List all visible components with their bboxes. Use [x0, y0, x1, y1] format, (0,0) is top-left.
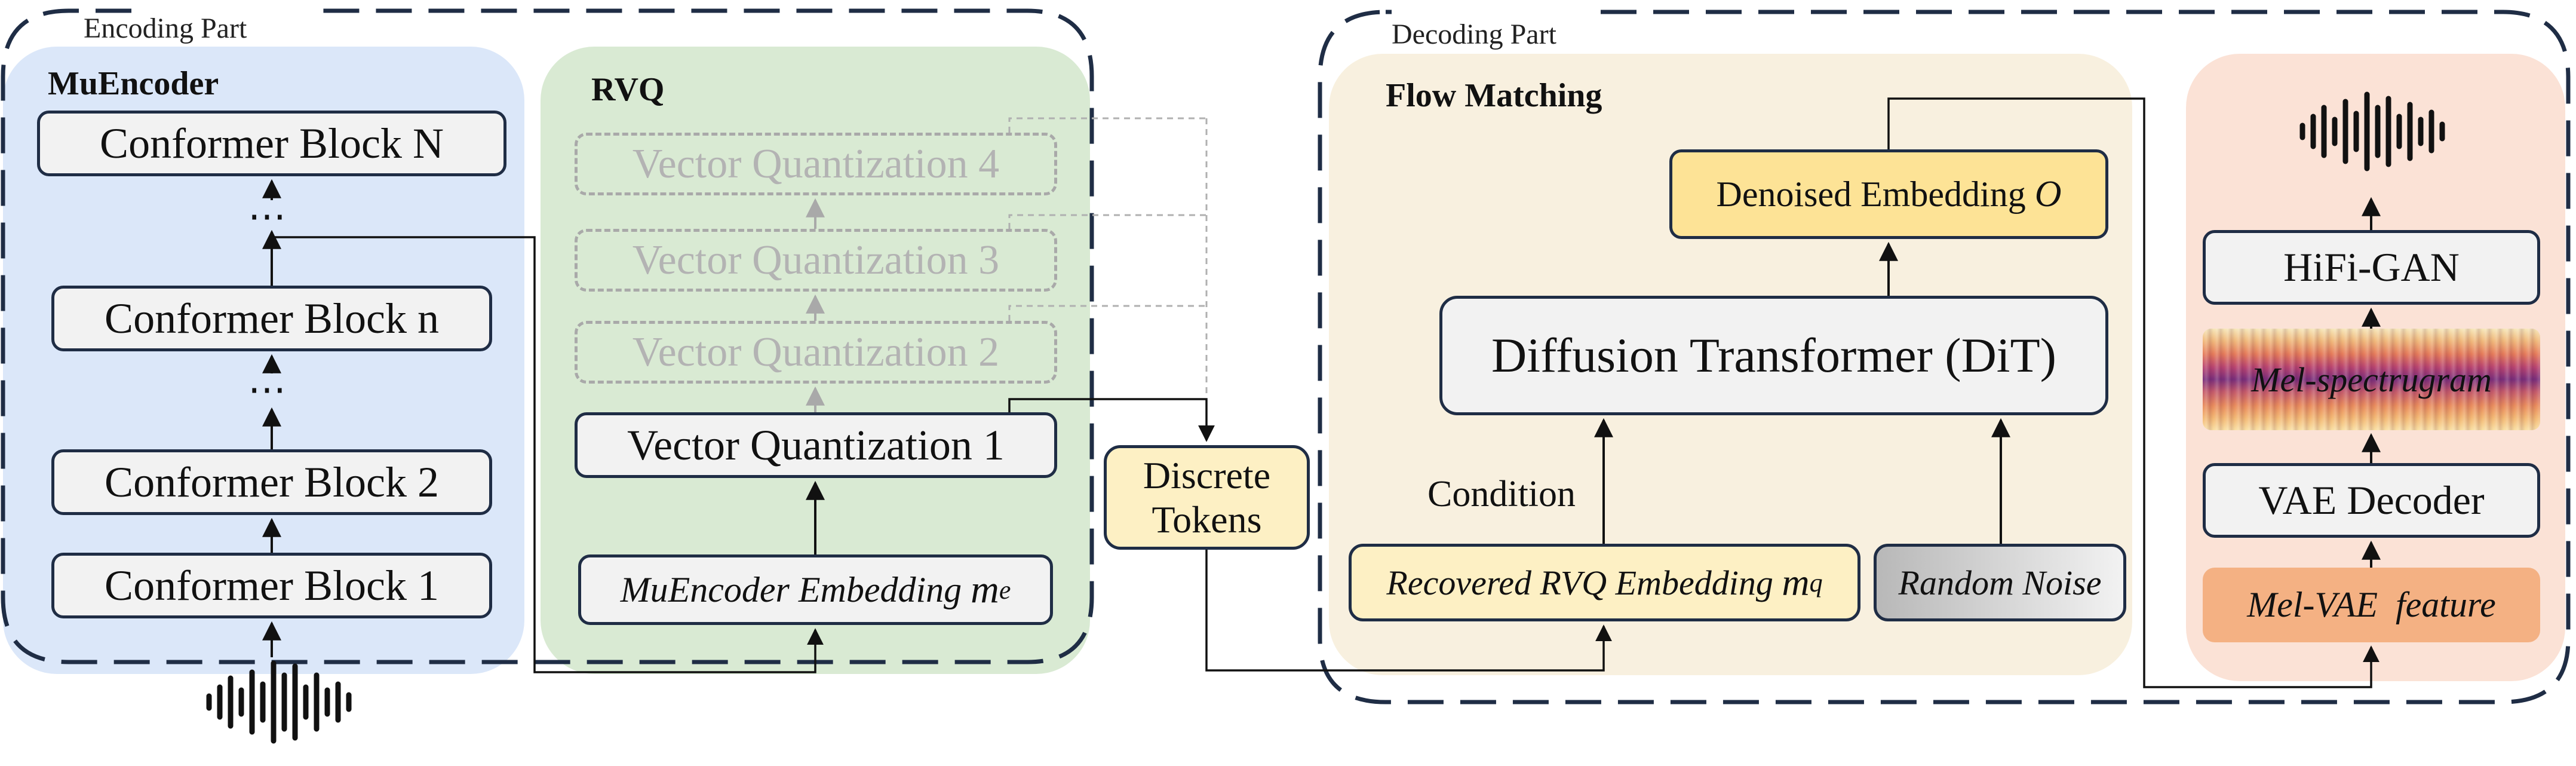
connector-vq3-to-tokens: [1008, 214, 1206, 229]
conformer-block-n-lower: Conformer Block n: [51, 286, 492, 351]
vector-quantization-2: Vector Quantization 2: [575, 321, 1057, 384]
recovered-embedding-subscript: q: [1809, 568, 1823, 598]
discrete-tokens-box: Discrete Tokens: [1104, 445, 1310, 550]
output-waveform-svg: [2299, 91, 2445, 171]
mel-spectrogram-image: Mel-spectrugram: [2203, 329, 2540, 430]
ellipsis-upper: ⋯: [248, 195, 286, 237]
connector-vq2-to-tokens: [1008, 305, 1206, 321]
connector-vq1-to-tokens: [1008, 398, 1215, 442]
connector-encoder-to-rvq-embedding: [272, 236, 824, 673]
decoding-part-label: Decoding Part: [1392, 19, 1556, 50]
ellipsis-lower: ⋯: [248, 368, 286, 410]
random-noise-box: Random Noise: [1874, 544, 2126, 621]
mel-spectrogram-label: Mel-spectrugram: [2251, 360, 2492, 399]
connector-vq4-to-tokens: [1008, 117, 1206, 133]
connector-tokens-to-recovered: [1205, 550, 1612, 672]
denoised-embedding-symbol: O: [2034, 173, 2062, 215]
vae-decoder-box: VAE Decoder: [2203, 463, 2540, 538]
vector-quantization-1: Vector Quantization 1: [575, 412, 1057, 478]
muencoder-embedding-subscript: e: [999, 575, 1011, 605]
muencoder-title: MuEncoder: [48, 65, 219, 102]
condition-label: Condition: [1427, 474, 1576, 514]
encoding-part-label: Encoding Part: [84, 13, 247, 44]
denoised-embedding-box: Denoised Embedding O: [1669, 149, 2108, 239]
rvq-title: RVQ: [591, 71, 665, 108]
connector-denoised-to-vocoder: [1887, 97, 2380, 688]
vector-quantization-3: Vector Quantization 3: [575, 229, 1057, 292]
discrete-tokens-line2: Tokens: [1152, 498, 1262, 541]
conformer-block-2: Conformer Block 2: [51, 449, 492, 515]
dit-box: Diffusion Transformer (DiT): [1439, 296, 2108, 415]
decoding-part-outline: [1318, 10, 2571, 704]
denoised-embedding-label: Denoised Embedding: [1716, 174, 2026, 214]
discrete-tokens-line1: Discrete: [1143, 454, 1271, 497]
vector-quantization-4: Vector Quantization 4: [575, 133, 1057, 195]
conformer-block-1: Conformer Block 1: [51, 553, 492, 618]
muencoder-embedding-symbol: m: [971, 568, 999, 611]
input-waveform-icon: [206, 660, 352, 744]
flow-matching-title: Flow Matching: [1386, 77, 1602, 114]
hifigan-box: HiFi-GAN: [2203, 230, 2540, 305]
muencoder-embedding-label: MuEncoder Embedding: [620, 569, 962, 609]
encoding-part-outline: [1, 8, 1094, 664]
recovered-embedding-label: Recovered RVQ Embedding: [1386, 563, 1773, 602]
recovered-embedding-symbol: m: [1782, 561, 1810, 603]
conformer-block-n-upper: Conformer Block N: [37, 111, 506, 176]
mel-vae-feature-box: Mel-VAE feature: [2203, 568, 2540, 642]
output-waveform-icon: [2296, 90, 2452, 173]
